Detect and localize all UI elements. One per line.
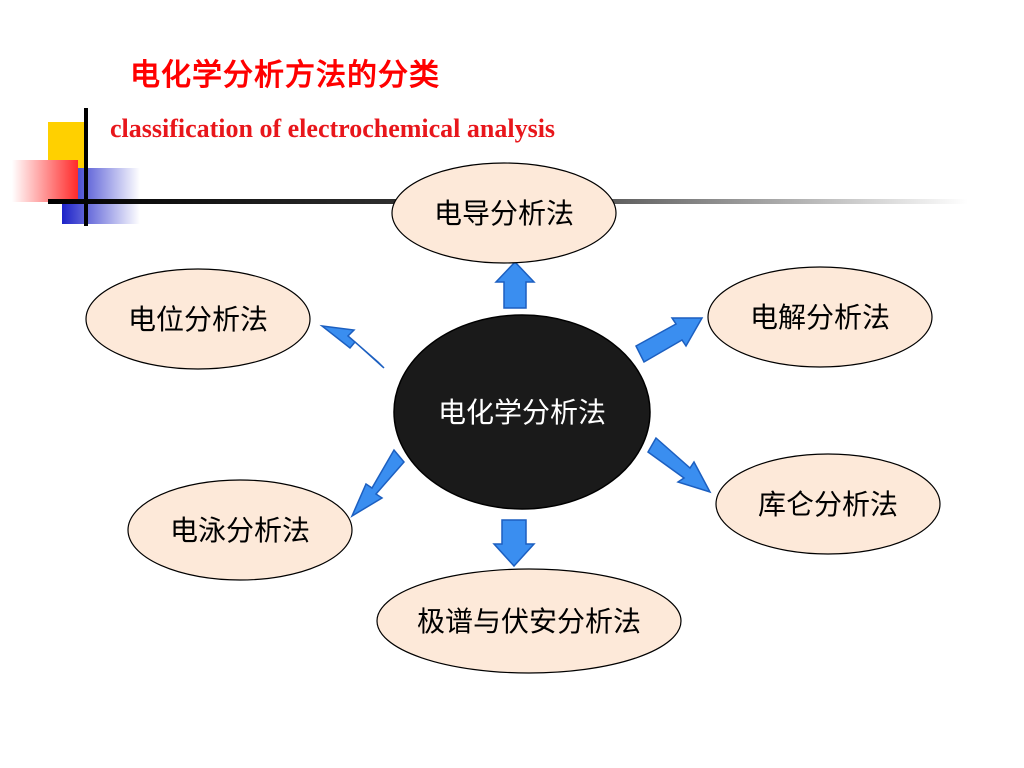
node-polarographic-label: 极谱与伏安分析法: [417, 605, 641, 638]
node-electrophoretic-label: 电泳分析法: [170, 514, 310, 547]
node-conductometric-label: 电导分析法: [434, 197, 574, 230]
node-potentiometric-label: 电位分析法: [128, 303, 268, 336]
deco-red-gradient: [12, 160, 78, 202]
page-title: 电化学分析方法的分类: [130, 58, 440, 93]
node-electrolytic-label: 电解分析法: [750, 301, 890, 334]
node-coulometric: 库仑分析法: [715, 453, 941, 555]
page-subtitle: classification of electrochemical analys…: [110, 114, 556, 143]
node-potentiometric: 电位分析法: [85, 268, 311, 370]
center-node-label: 电化学分析法: [438, 396, 606, 429]
arrow-up-left: [319, 324, 385, 369]
arrow-down: [492, 519, 536, 568]
node-polarographic: 极谱与伏安分析法: [376, 568, 682, 674]
node-electrophoretic: 电泳分析法: [127, 479, 353, 581]
arrow-up: [494, 260, 536, 309]
node-conductometric: 电导分析法: [391, 162, 617, 264]
arrow-down-left: [350, 448, 405, 518]
node-electrolytic: 电解分析法: [707, 266, 933, 368]
center-node: 电化学分析法: [393, 314, 651, 510]
deco-vertical-line: [84, 108, 88, 226]
node-coulometric-label: 库仑分析法: [758, 488, 898, 521]
arrow-up-right: [635, 317, 704, 364]
arrow-down-right: [647, 436, 712, 494]
